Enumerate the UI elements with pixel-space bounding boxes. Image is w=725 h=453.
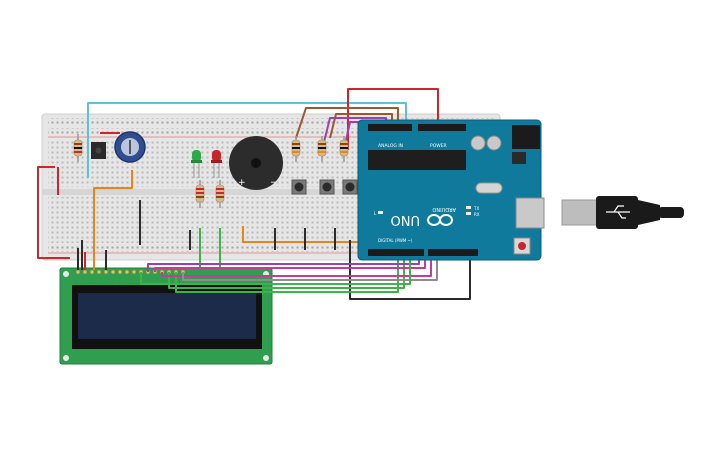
wire-green-3 xyxy=(140,256,411,285)
wire-gray-1 xyxy=(182,256,438,281)
wires xyxy=(37,88,471,300)
usb-port xyxy=(515,197,545,229)
usb-cable xyxy=(561,196,684,229)
arduino-infinity-logo xyxy=(427,214,453,226)
lcd-module xyxy=(59,267,273,365)
wire-magenta-2 xyxy=(161,256,432,277)
resistor-led2 xyxy=(215,180,225,208)
power-label: POWER xyxy=(430,143,447,149)
wire-green-lcd1 xyxy=(175,256,399,293)
usb-symbol-icon xyxy=(606,205,630,219)
buzzer-plus-label: + xyxy=(238,178,246,188)
analog-in-label: ANALOG IN xyxy=(378,143,403,149)
wire-cyan xyxy=(87,102,407,178)
tx-label: TX xyxy=(473,206,479,211)
resistor-button2 xyxy=(317,136,327,162)
lcd-screen xyxy=(78,293,256,339)
led-red xyxy=(211,150,222,178)
buzzer-minus-label: − xyxy=(270,178,278,188)
push-button-1 xyxy=(291,179,307,195)
led-green xyxy=(191,150,202,178)
digital-header-1 xyxy=(368,249,424,256)
push-button-2 xyxy=(319,179,335,195)
power-header xyxy=(418,124,466,131)
digital-label: DIGITAL (PWM ~) xyxy=(378,238,413,243)
sensor-component xyxy=(91,142,106,159)
arduino-uno-board: ANALOG IN POWER UNO ARDUINO TX RX L xyxy=(357,119,545,261)
capacitor-1 xyxy=(470,135,486,151)
atmega-chip xyxy=(368,150,466,170)
resistor-button3 xyxy=(339,136,349,162)
l-label: L xyxy=(374,211,377,216)
analog-header xyxy=(368,124,412,131)
rx-label: RX xyxy=(474,212,480,217)
piezo-buzzer: + − xyxy=(229,136,283,190)
arduino-brand-label: UNO xyxy=(391,212,420,227)
voltage-regulator xyxy=(512,152,526,164)
wire-brown-1 xyxy=(295,107,399,139)
resistor-led1 xyxy=(195,180,205,208)
capacitor-2 xyxy=(486,135,502,151)
wire-orange-pot xyxy=(93,170,133,270)
arduino-logo-text: ARDUINO xyxy=(432,206,456,212)
potentiometer xyxy=(114,131,146,163)
wire-red-power xyxy=(37,166,70,259)
resistor-left xyxy=(73,134,83,162)
power-jack xyxy=(512,125,540,149)
resistor-button1 xyxy=(291,136,301,162)
wire-black-arduino xyxy=(349,240,471,300)
push-button-3 xyxy=(342,179,358,195)
wire-red-top xyxy=(347,88,439,150)
digital-header-2 xyxy=(428,249,478,256)
crystal-oscillator xyxy=(475,182,503,194)
wire-green-lcd2 xyxy=(168,256,405,289)
wire-magenta-1 xyxy=(154,256,426,272)
